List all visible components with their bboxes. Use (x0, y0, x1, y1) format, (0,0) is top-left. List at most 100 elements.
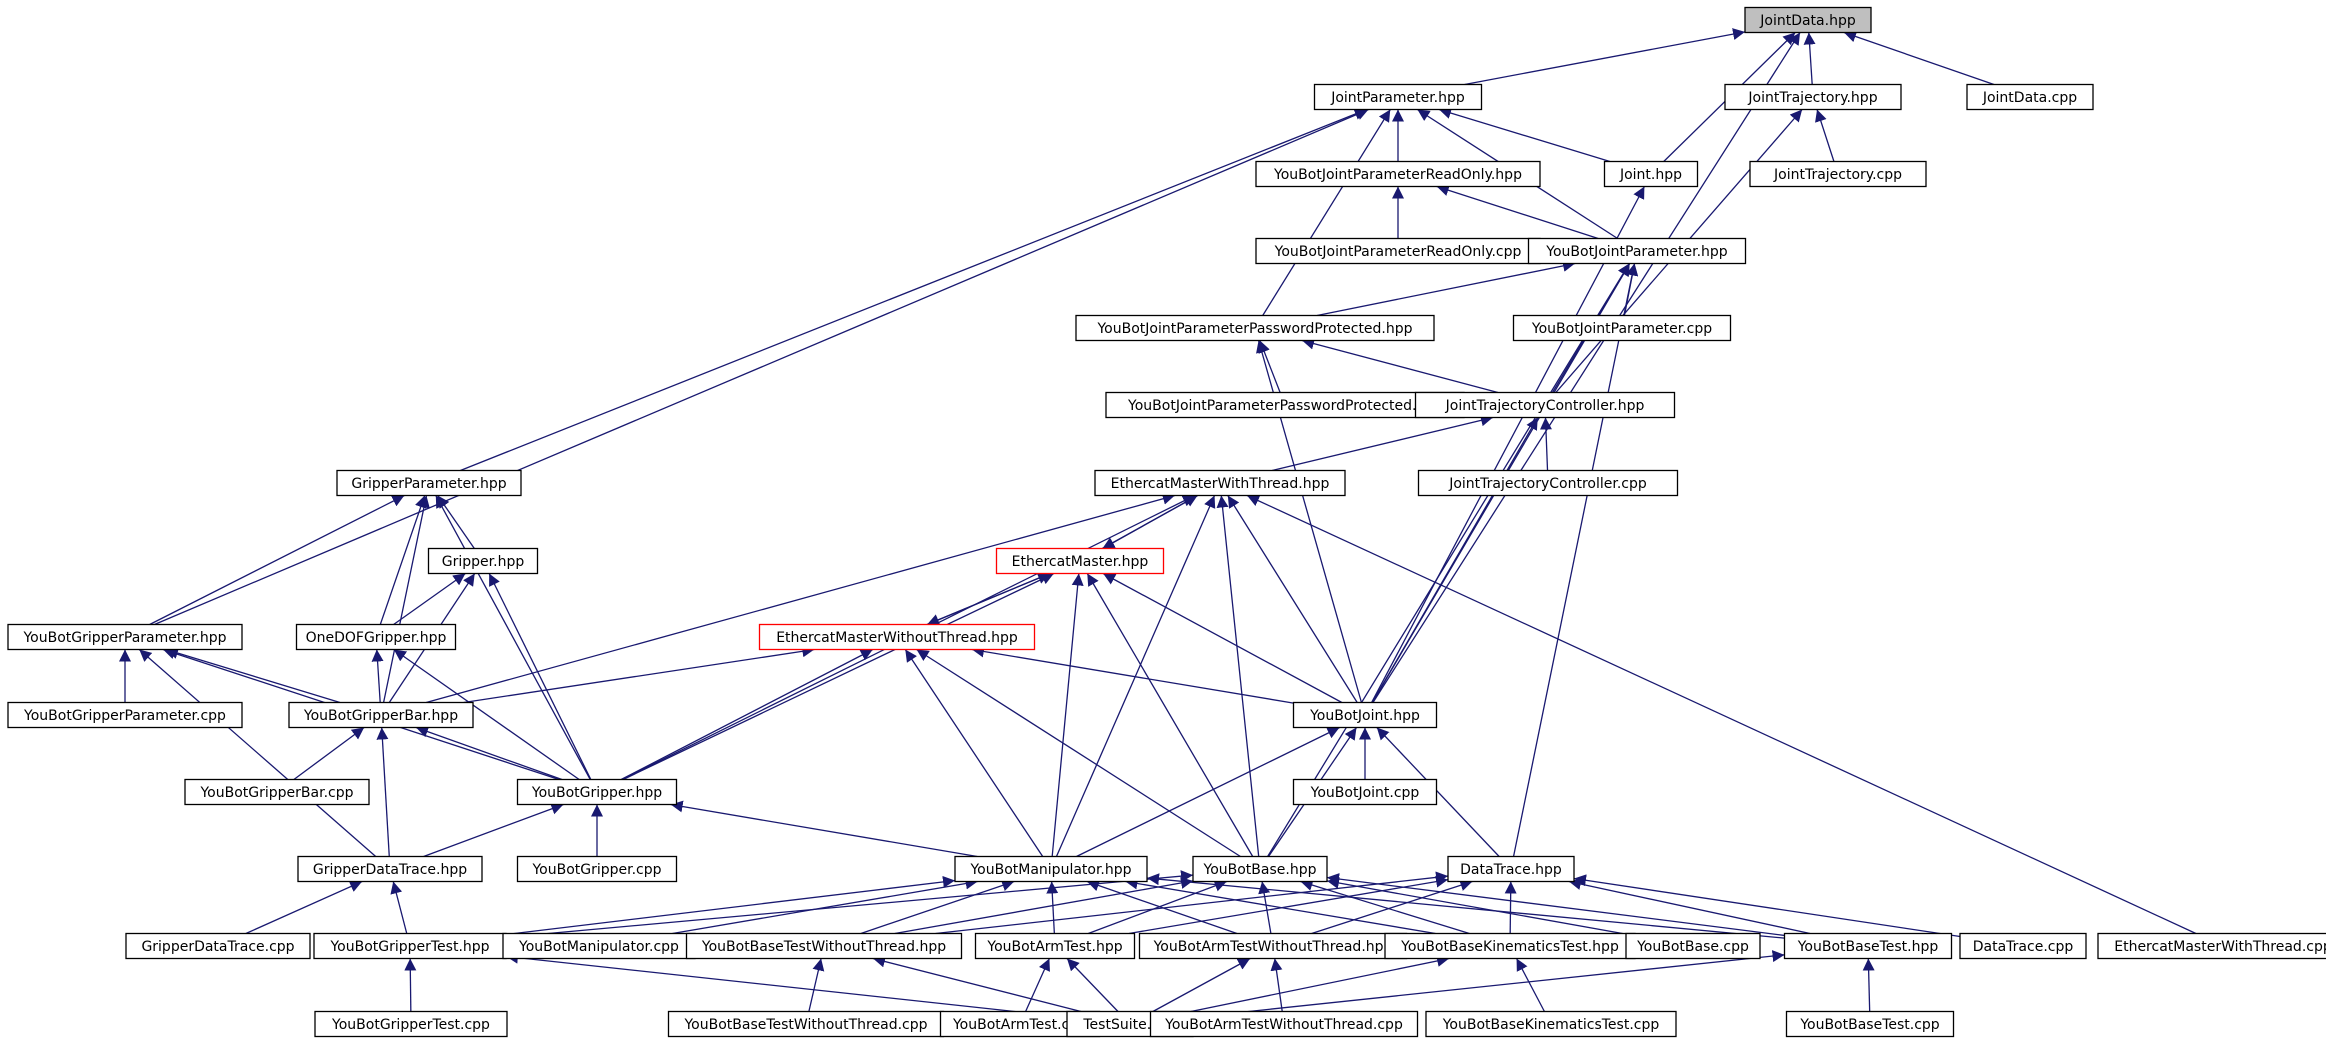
node-box (974, 932, 1136, 960)
include-edge (505, 870, 1194, 938)
node-box (1724, 83, 1902, 111)
node-box (516, 778, 678, 806)
node-label: Joint.hpp (1619, 167, 1682, 183)
node-label: DataTrace.hpp (1460, 862, 1562, 878)
node-box (184, 778, 370, 806)
node-box (2097, 932, 2326, 960)
node-jointtrajectorycontroller-cpp[interactable]: JointTrajectoryController.cpp (1417, 469, 1679, 497)
node-youbotarmtestwithoutthread-cpp[interactable]: YouBotArmTestWithoutThread.cpp (1149, 1010, 1419, 1038)
node-label: YouBotGripperBar.hpp (303, 708, 458, 724)
node-youbotgripperbar-hpp[interactable]: YouBotGripperBar.hpp (288, 701, 474, 729)
node-jointtrajectory-hpp[interactable]: JointTrajectory.hpp (1724, 83, 1902, 111)
node-jointdata-cpp[interactable]: JointData.cpp (1966, 83, 2094, 111)
include-edge (463, 645, 815, 704)
node-youbotgripper-cpp[interactable]: YouBotGripper.cpp (516, 855, 678, 883)
node-youbotgrippertest-cpp[interactable]: YouBotGripperTest.cpp (314, 1010, 508, 1038)
node-youbotbasetestwithoutthread-cpp[interactable]: YouBotBaseTestWithoutThread.cpp (667, 1010, 945, 1038)
include-edge (1311, 879, 1473, 935)
node-gripperparameter-hpp[interactable]: GripperParameter.hpp (336, 469, 522, 497)
include-edge (423, 803, 564, 858)
node-youbotjoint-hpp[interactable]: YouBotJoint.hpp (1292, 701, 1438, 729)
node-box (1255, 237, 1541, 265)
node-youbotgrippertest-hpp[interactable]: YouBotGripperTest.hpp (313, 932, 507, 960)
node-youbotgripperparameter-cpp[interactable]: YouBotGripperParameter.cpp (7, 701, 243, 729)
node-youbotgripperbar-cpp[interactable]: YouBotGripperBar.cpp (184, 778, 370, 806)
node-youbotjointparameter-cpp[interactable]: YouBotJointParameter.cpp (1512, 314, 1732, 342)
node-jointtrajectory-cpp[interactable]: JointTrajectory.cpp (1749, 160, 1927, 188)
node-jointdata-hpp[interactable]: JointData.hpp (1744, 6, 1872, 34)
node-youbotbasetestwithoutthread-hpp[interactable]: YouBotBaseTestWithoutThread.hpp (685, 932, 963, 960)
node-box (1192, 855, 1328, 883)
node-youbotjointparameterreadonly-cpp[interactable]: YouBotJointParameterReadOnly.cpp (1255, 237, 1541, 265)
node-jointtrajectorycontroller-hpp[interactable]: JointTrajectoryController.hpp (1414, 391, 1676, 419)
node-gripperdatatrace-cpp[interactable]: GripperDataTrace.cpp (125, 932, 311, 960)
include-edge (376, 727, 390, 857)
node-label: YouBotGripper.cpp (531, 862, 661, 878)
node-youbotbase-cpp[interactable]: YouBotBase.cpp (1625, 932, 1761, 960)
node-box (685, 932, 963, 960)
include-edge (149, 494, 405, 626)
node-label: YouBotBaseTest.hpp (1797, 939, 1939, 955)
node-box (1138, 932, 1408, 960)
include-edge (926, 572, 1051, 626)
include-edge (379, 495, 427, 625)
node-box (667, 1010, 945, 1038)
node-youbotbasetest-hpp[interactable]: YouBotBaseTest.hpp (1783, 932, 1953, 960)
include-edge (1270, 958, 1283, 1012)
include-edge (1843, 30, 1995, 86)
include-edge (904, 649, 1044, 857)
node-label: EthercatMasterWithoutThread.hpp (776, 630, 1018, 646)
node-youbotarmtest-hpp[interactable]: YouBotArmTest.hpp (974, 932, 1136, 960)
node-ethercatmasterwiththread-hpp[interactable]: EthercatMasterWithThread.hpp (1094, 469, 1346, 497)
include-edge (1316, 259, 1576, 317)
include-edge (1271, 414, 1494, 472)
node-ethercatmaster-hpp[interactable]: EthercatMaster.hpp (995, 547, 1165, 575)
node-youbotbase-hpp[interactable]: YouBotBase.hpp (1192, 855, 1328, 883)
node-youbotbasekinematicstest-cpp[interactable]: YouBotBaseKinematicsTest.cpp (1425, 1010, 1677, 1038)
include-edge (935, 871, 1449, 935)
node-datatrace-cpp[interactable]: DataTrace.cpp (1959, 932, 2087, 960)
node-box (758, 623, 1036, 651)
node-onedofgripper-hpp[interactable]: OneDOFGripper.hpp (295, 623, 457, 651)
node-label: YouBotBaseTest.cpp (1799, 1017, 1939, 1033)
node-youbotbasetest-cpp[interactable]: YouBotBaseTest.cpp (1785, 1010, 1955, 1038)
node-gripper-hpp[interactable]: Gripper.hpp (427, 547, 539, 575)
node-label: YouBotBaseTestWithoutThread.cpp (683, 1017, 927, 1033)
include-edge (426, 492, 1175, 704)
include-edge (1464, 28, 1746, 86)
node-label: YouBotGripperParameter.cpp (23, 708, 226, 724)
node-jointparameter-hpp[interactable]: JointParameter.hpp (1313, 83, 1483, 111)
node-joint-hpp[interactable]: Joint.hpp (1603, 160, 1699, 188)
node-label: JointTrajectory.hpp (1747, 90, 1877, 106)
include-edge (1815, 109, 1835, 162)
include-edge (1216, 495, 1260, 857)
node-gripperdatatrace-hpp[interactable]: GripperDataTrace.hpp (297, 855, 483, 883)
node-label: YouBotJointParameterReadOnly.hpp (1273, 167, 1522, 183)
include-edge (1862, 958, 1875, 1012)
node-youbotgripperparameter-hpp[interactable]: YouBotGripperParameter.hpp (7, 623, 243, 651)
node-youbotjointparameterreadonly-hpp[interactable]: YouBotJointParameterReadOnly.hpp (1255, 160, 1541, 188)
node-youbotjointparameterpasswordprotected-cpp[interactable]: YouBotJointParameterPasswordProtected.cp… (1105, 391, 1465, 419)
node-label: JointTrajectoryController.cpp (1448, 476, 1647, 492)
node-youbotjointparameter-hpp[interactable]: YouBotJointParameter.hpp (1527, 237, 1747, 265)
node-youbotmanipulator-hpp[interactable]: YouBotManipulator.hpp (954, 855, 1148, 883)
include-edge (404, 958, 417, 1012)
node-youbotgripper-hpp[interactable]: YouBotGripper.hpp (516, 778, 678, 806)
include-edge (1086, 573, 1254, 857)
node-box (516, 855, 678, 883)
node-ethercatmasterwithoutthread-hpp[interactable]: EthercatMasterWithoutThread.hpp (758, 623, 1036, 651)
node-label: YouBotArmTestWithoutThread.cpp (1164, 1017, 1403, 1033)
node-box (1292, 778, 1438, 806)
node-box (1313, 83, 1483, 111)
node-datatrace-hpp[interactable]: DataTrace.hpp (1447, 855, 1575, 883)
include-edge (971, 645, 1294, 704)
node-youbotjoint-cpp[interactable]: YouBotJoint.cpp (1292, 778, 1438, 806)
node-ethercatmasterwiththread-cpp[interactable]: EthercatMasterWithThread.cpp (2097, 932, 2326, 960)
node-youbotarmtestwithoutthread-hpp[interactable]: YouBotArmTestWithoutThread.hpp (1138, 932, 1408, 960)
node-box (314, 1010, 508, 1038)
node-youbotbasekinematicstest-hpp[interactable]: YouBotBaseKinematicsTest.hpp (1384, 932, 1636, 960)
node-box (1783, 932, 1953, 960)
node-youbotmanipulator-cpp[interactable]: YouBotManipulator.cpp (502, 932, 696, 960)
node-youbotjointparameterpasswordprotected-hpp[interactable]: YouBotJointParameterPasswordProtected.hp… (1075, 314, 1435, 342)
node-label: YouBotBaseKinematicsTest.hpp (1400, 939, 1619, 955)
